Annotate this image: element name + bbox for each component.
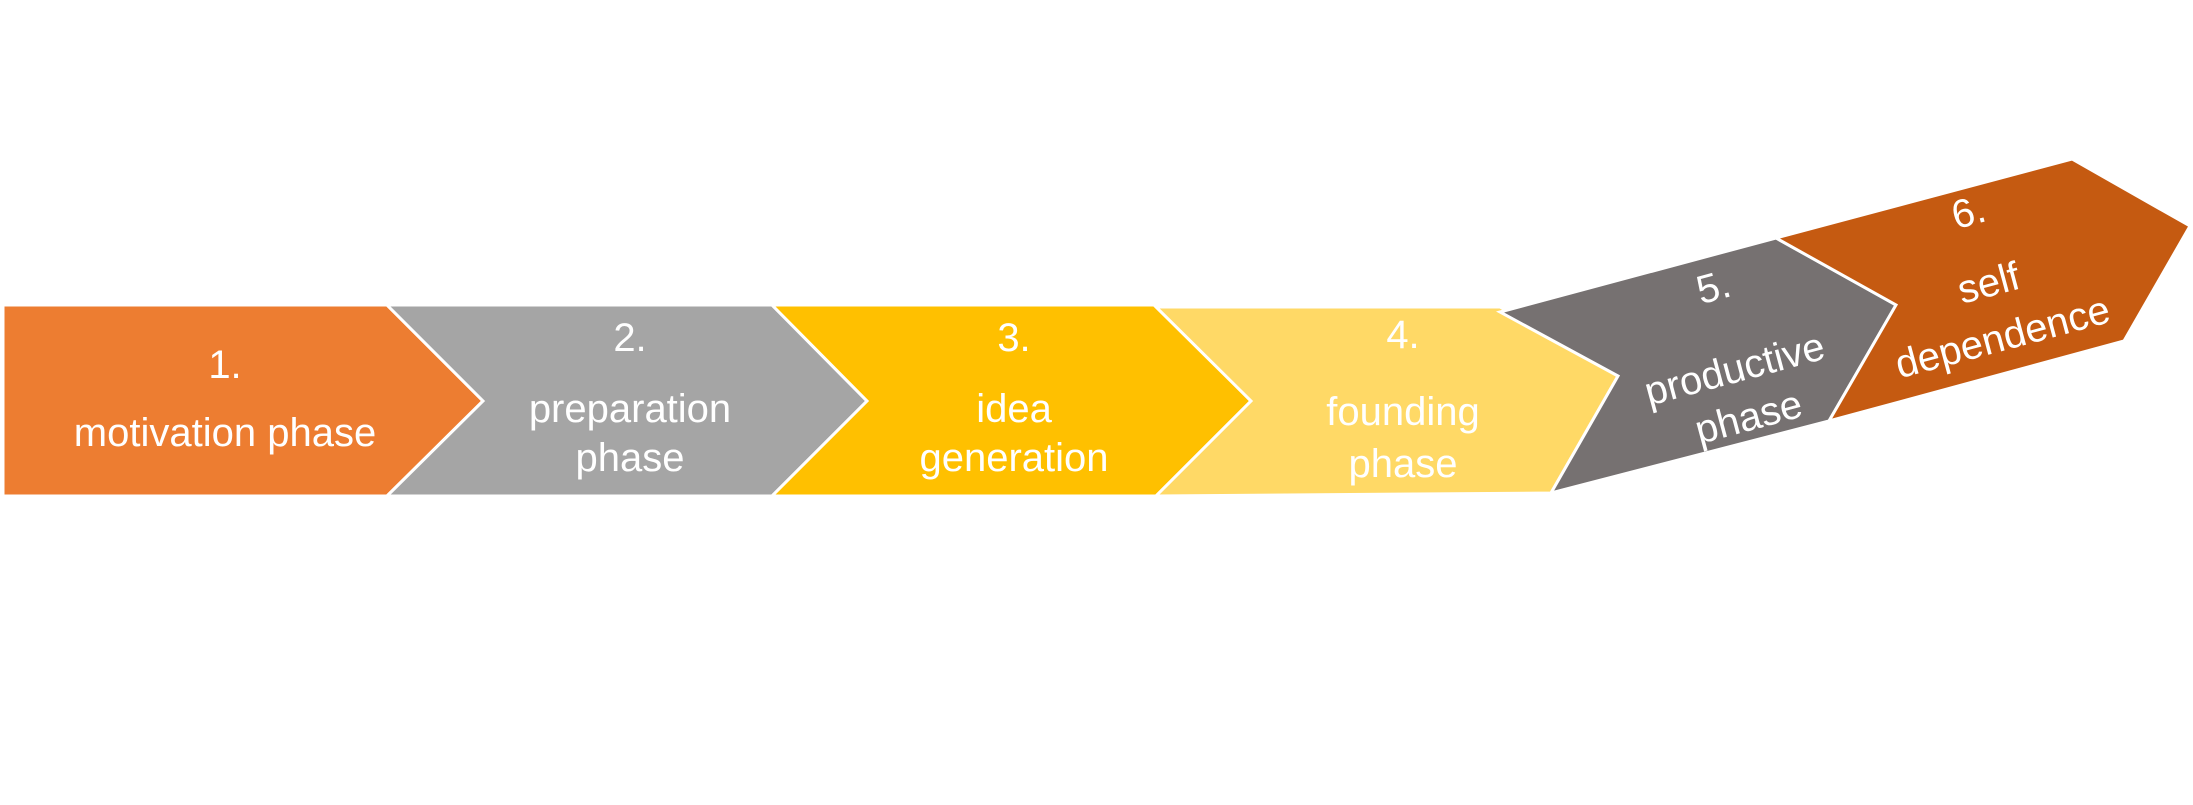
phase-4-number: 4. <box>1386 313 1419 357</box>
phase-1-label-line1: motivation phase <box>74 411 376 455</box>
phase-6-chevron: 6. self dependence <box>1772 157 2193 424</box>
phase-2-label-line1: preparation <box>529 387 731 431</box>
phase-4-chevron: 4. founding phase <box>1152 305 1621 498</box>
phase-6-shape <box>1772 157 2193 424</box>
phase-1-chevron: 1. motivation phase <box>1 303 486 498</box>
phase-2-label-line2: phase <box>576 436 685 480</box>
phase-5-chevron: 5. productive phase <box>1495 236 1899 496</box>
phase-3-label-line1: idea <box>976 387 1052 431</box>
phase-4-label-line2: phase <box>1349 442 1458 486</box>
phase-2-number: 2. <box>613 316 646 360</box>
phase-3-label-line2: generation <box>919 436 1108 480</box>
phase-4-label-line1: founding <box>1326 390 1479 434</box>
phase-2-chevron: 2. preparation phase <box>383 303 870 498</box>
phase-3-number: 3. <box>997 316 1030 360</box>
phase-1-shape <box>1 303 486 498</box>
phase-1-number: 1. <box>208 343 241 387</box>
